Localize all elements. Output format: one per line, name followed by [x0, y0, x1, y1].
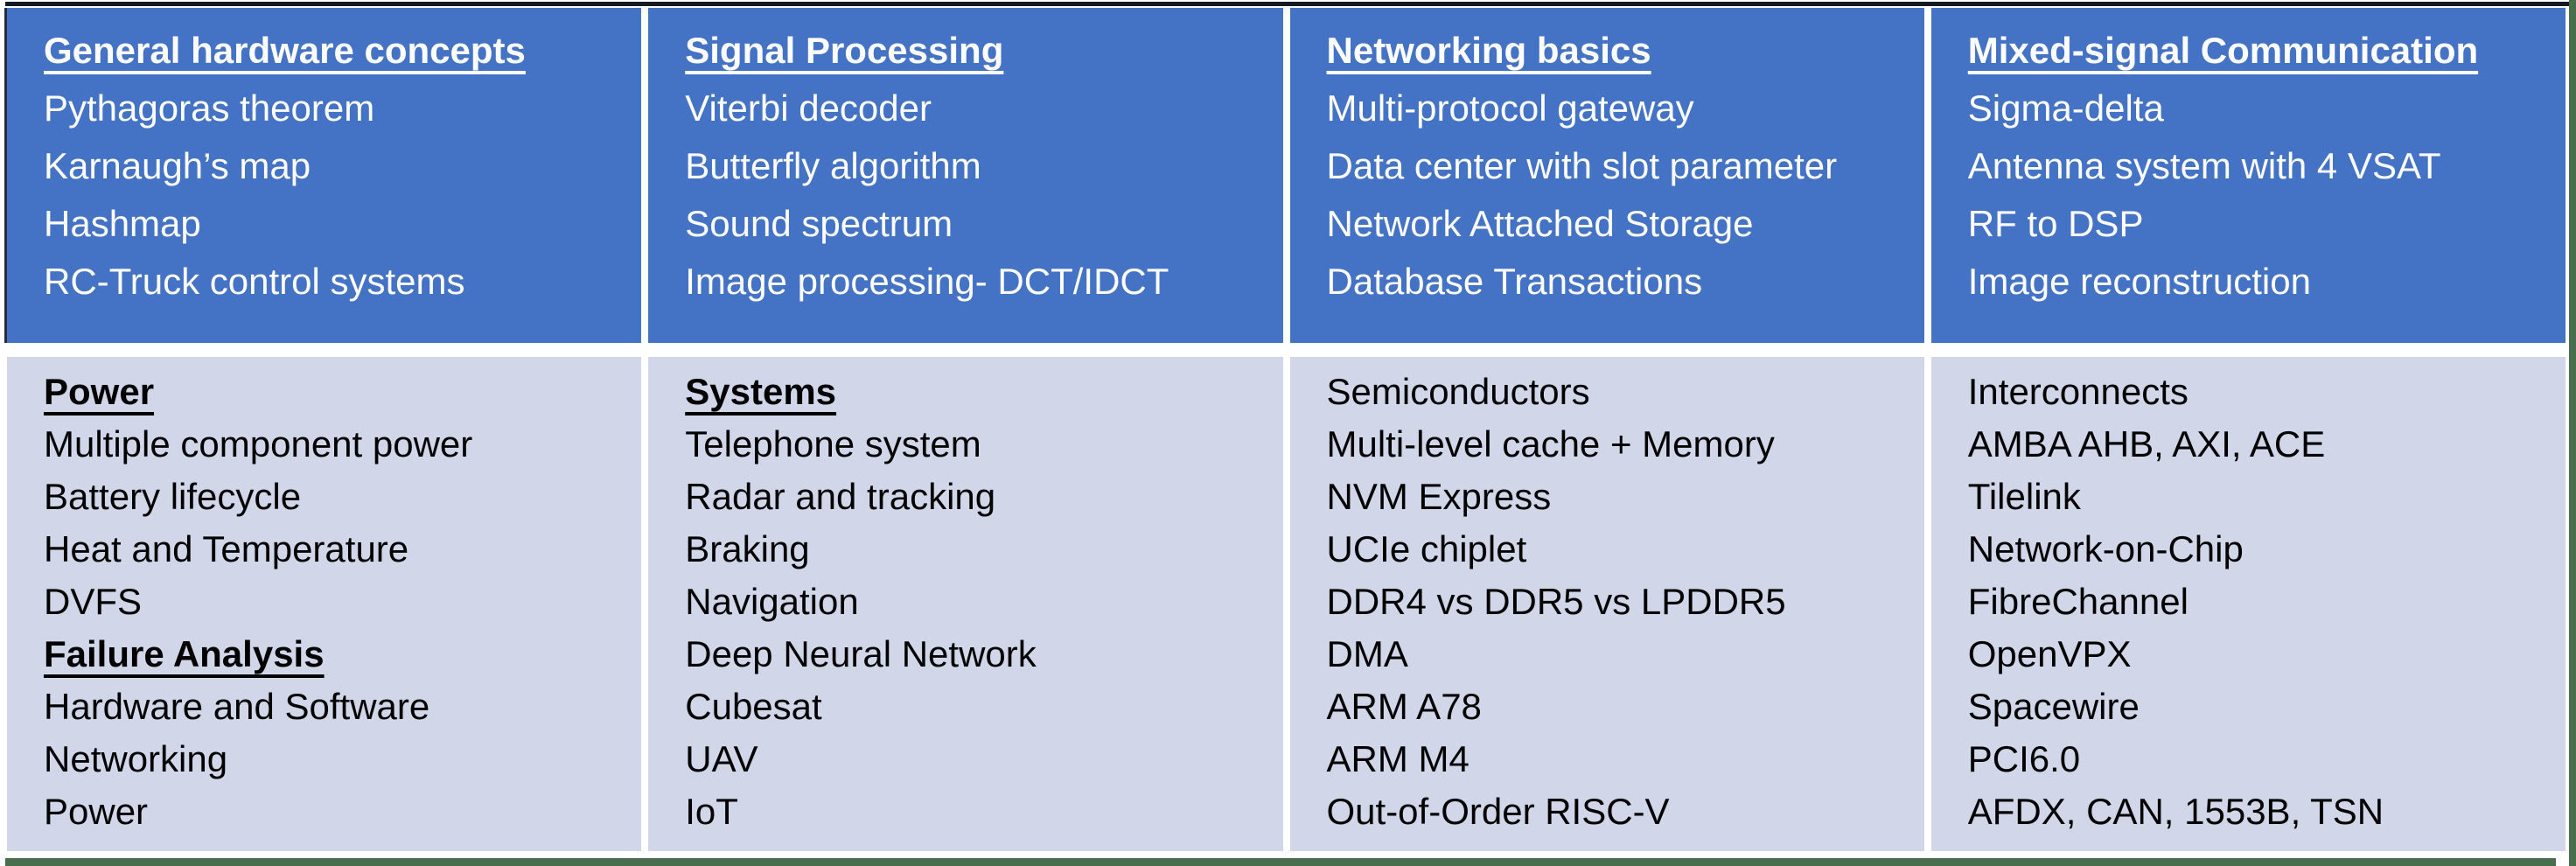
cell-line: Out-of-Order RISC-V	[1326, 791, 1670, 832]
cell-line: ARM M4	[1326, 738, 1470, 779]
cell-line: Database Transactions	[1326, 261, 1703, 302]
cell-line: Navigation	[685, 581, 859, 622]
cell-line: Hashmap	[44, 203, 201, 244]
cell-line: PCI6.0	[1967, 738, 2081, 779]
cell-line: Cubesat	[685, 686, 822, 727]
cell-line: DMA	[1326, 633, 1408, 674]
cell-heading-line: Power	[44, 371, 155, 412]
cell-line: Semiconductors	[1326, 371, 1590, 412]
cell-line: Sound spectrum	[685, 203, 953, 244]
right-edge-green-bar	[2569, 0, 2576, 866]
cell-line: Karnaugh’s map	[44, 145, 311, 186]
cell-line: Hardware and Software	[44, 686, 430, 727]
cell-line: Sigma-delta	[1967, 87, 2164, 129]
cell-line: RF to DSP	[1967, 203, 2144, 244]
bottom-edge-green-bar	[5, 858, 2556, 866]
cell-line: IoT	[685, 791, 738, 832]
cell-line: RC-Truck control systems	[44, 261, 465, 302]
cell-line: Multi-level cache + Memory	[1326, 423, 1775, 464]
cell-line: Networking	[44, 738, 228, 779]
cell-line: AMBA AHB, AXI, ACE	[1967, 423, 2326, 464]
cell-line: UCIe chiplet	[1326, 528, 1527, 569]
cell-heading-line: Failure Analysis	[44, 633, 325, 674]
cell-line: Heat and Temperature	[44, 528, 409, 569]
cell-line: Telephone system	[685, 423, 981, 464]
cell-line: UAV	[685, 738, 758, 779]
cell-line: Image reconstruction	[1967, 261, 2311, 302]
cell-line: DDR4 vs DDR5 vs LPDDR5	[1326, 581, 1786, 622]
cell-heading-line: Systems	[685, 371, 837, 412]
cell-heading-line: Mixed-signal Communication	[1967, 30, 2479, 71]
cell-line: AFDX, CAN, 1553B, TSN	[1967, 791, 2384, 832]
cell-heading-line: General hardware concepts	[44, 30, 526, 71]
table-top-border	[5, 2, 2569, 6]
cell-line: Antenna system with 4 VSAT	[1967, 145, 2441, 186]
cell-line: Network-on-Chip	[1967, 528, 2244, 569]
cell-line: DVFS	[44, 581, 143, 622]
cell-line: Data center with slot parameter	[1326, 145, 1838, 186]
cell-line: FibreChannel	[1967, 581, 2189, 622]
cell-line: Multiple component power	[44, 423, 473, 464]
cell-line: ARM A78	[1326, 686, 1482, 727]
cell-heading-line: Networking basics	[1326, 30, 1651, 71]
cell-line: Butterfly algorithm	[685, 145, 981, 186]
cell-line: Image processing- DCT/IDCT	[685, 261, 1169, 302]
cell-line: OpenVPX	[1967, 633, 2132, 674]
cell-line: Radar and tracking	[685, 476, 996, 517]
cell-line: Interconnects	[1967, 371, 2189, 412]
header-row-left-border	[4, 8, 7, 343]
cell-line: Viterbi decoder	[685, 87, 932, 129]
cell-line: Spacewire	[1967, 686, 2140, 727]
cell-line: Network Attached Storage	[1326, 203, 1754, 244]
cell-heading-line: Signal Processing	[685, 30, 1004, 71]
cell-line: Power	[44, 791, 149, 832]
cell-line: Braking	[685, 528, 810, 569]
cell-line: Battery lifecycle	[44, 476, 302, 517]
cell-line: NVM Express	[1326, 476, 1552, 517]
cell-line: Multi-protocol gateway	[1326, 87, 1694, 129]
cell-line: Pythagoras theorem	[44, 87, 375, 129]
cell-line: Deep Neural Network	[685, 633, 1037, 674]
cell-line: Tilelink	[1967, 476, 2081, 517]
